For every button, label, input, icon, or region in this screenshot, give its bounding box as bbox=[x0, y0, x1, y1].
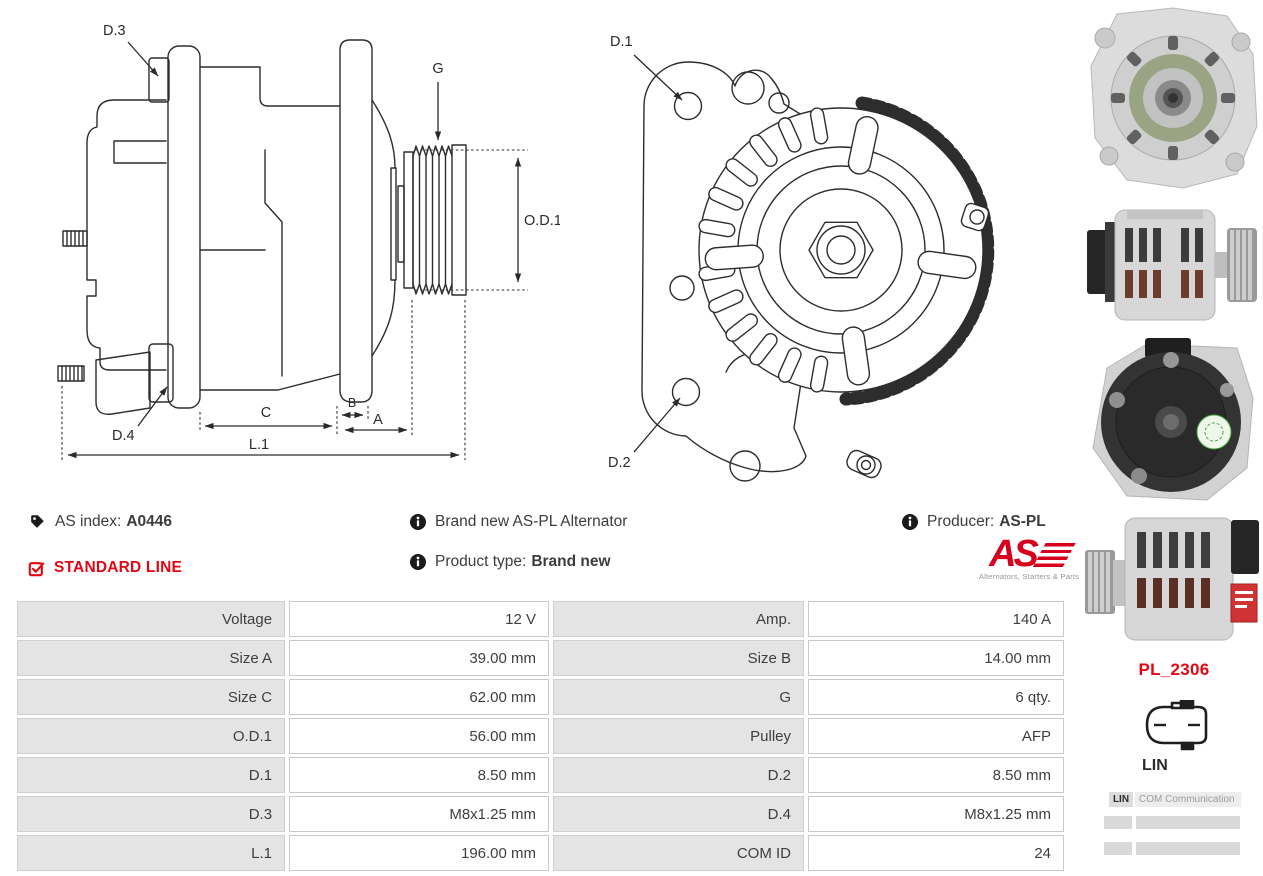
spec-label: Size C bbox=[17, 679, 286, 715]
producer-label: Producer: bbox=[927, 513, 995, 530]
dim-label-od1: O.D.1 bbox=[524, 213, 560, 229]
spec-label: D.4 bbox=[553, 796, 804, 832]
placeholder-bar bbox=[1104, 816, 1132, 829]
logo-tagline: Alternators, Starters & Parts bbox=[978, 572, 1080, 581]
as-pl-logo: AS Alternators, Starters & Parts bbox=[973, 531, 1085, 581]
product-photo-rear[interactable] bbox=[1087, 338, 1259, 504]
spec-row: D.1 8.50 mm D.2 8.50 mm bbox=[17, 757, 1064, 793]
plug-code: PL_2306 bbox=[1138, 660, 1210, 679]
spec-value: 56.00 mm bbox=[289, 718, 550, 754]
dim-label-d3: D.3 bbox=[103, 23, 126, 39]
spec-row: Size C 62.00 mm G 6 qty. bbox=[17, 679, 1064, 715]
as-index-value: A0446 bbox=[126, 513, 173, 530]
standard-line-row: STANDARD LINE bbox=[28, 559, 182, 577]
spec-label: L.1 bbox=[17, 835, 286, 871]
product-type-value: Brand new bbox=[531, 553, 611, 570]
dim-label-c: C bbox=[261, 405, 271, 421]
spec-value: 12 V bbox=[289, 601, 550, 637]
spec-table: Voltage 12 V Amp. 140 A Size A 39.00 mm … bbox=[13, 598, 1068, 874]
product-type-label: Product type: bbox=[435, 553, 527, 570]
product-photo-side-2[interactable] bbox=[1085, 508, 1261, 654]
logo-mark-text: AS bbox=[989, 532, 1039, 575]
info-icon bbox=[410, 554, 426, 570]
spec-row: Size A 39.00 mm Size B 14.00 mm bbox=[17, 640, 1064, 676]
dim-label-a: A bbox=[373, 412, 383, 428]
tag-icon bbox=[28, 513, 46, 531]
standard-line-label: STANDARD LINE bbox=[54, 559, 183, 576]
spec-value: 14.00 mm bbox=[808, 640, 1064, 676]
spec-value: M8x1.25 mm bbox=[289, 796, 550, 832]
spec-value: 140 A bbox=[808, 601, 1064, 637]
dim-label-d2: D.2 bbox=[608, 455, 631, 471]
spec-value: M8x1.25 mm bbox=[808, 796, 1064, 832]
product-photo-front[interactable] bbox=[1087, 6, 1259, 190]
spec-value: 62.00 mm bbox=[289, 679, 550, 715]
com-type-badge: LIN bbox=[1109, 792, 1133, 807]
logo-stripes bbox=[1032, 543, 1076, 568]
spec-label: Size B bbox=[553, 640, 804, 676]
spec-label: Amp. bbox=[553, 601, 804, 637]
front-view-diagram: D.1 D.2 bbox=[608, 34, 995, 482]
description-text: Brand new AS-PL Alternator bbox=[435, 513, 628, 530]
spec-value: 6 qty. bbox=[808, 679, 1064, 715]
dim-label-l1: L.1 bbox=[249, 437, 269, 453]
producer-row: Producer: AS-PL bbox=[902, 513, 1046, 531]
as-index-label: AS index: bbox=[55, 513, 122, 530]
spec-row: O.D.1 56.00 mm Pulley AFP bbox=[17, 718, 1064, 754]
producer-value: AS-PL bbox=[999, 513, 1046, 530]
spec-row: D.3 M8x1.25 mm D.4 M8x1.25 mm bbox=[17, 796, 1064, 832]
placeholder-bar bbox=[1104, 842, 1132, 855]
spec-label: G bbox=[553, 679, 804, 715]
dim-label-d4: D.4 bbox=[112, 428, 135, 444]
spec-label: D.2 bbox=[553, 757, 804, 793]
spec-value: 8.50 mm bbox=[289, 757, 550, 793]
plug-label: LIN bbox=[1142, 757, 1168, 774]
spec-value: 24 bbox=[808, 835, 1064, 871]
spec-label: COM ID bbox=[553, 835, 804, 871]
product-photo-side[interactable] bbox=[1087, 196, 1259, 332]
dim-label-g: G bbox=[432, 61, 443, 77]
dim-label-d1: D.1 bbox=[610, 34, 633, 50]
placeholder-bar bbox=[1136, 816, 1240, 829]
description-row: Brand new AS-PL Alternator bbox=[410, 513, 627, 531]
info-icon bbox=[410, 514, 426, 530]
spec-label: Size A bbox=[17, 640, 286, 676]
spec-label: Pulley bbox=[553, 718, 804, 754]
side-view-diagram: D.3 G O.D.1 D.4 C B A L.1 bbox=[57, 23, 560, 460]
product-type-row: Product type: Brand new bbox=[410, 553, 611, 571]
spec-row: L.1 196.00 mm COM ID 24 bbox=[17, 835, 1064, 871]
spec-row: Voltage 12 V Amp. 140 A bbox=[17, 601, 1064, 637]
spec-value: 196.00 mm bbox=[289, 835, 550, 871]
checkbox-checked-icon bbox=[28, 560, 45, 577]
spec-label: D.3 bbox=[17, 796, 286, 832]
spec-label: Voltage bbox=[17, 601, 286, 637]
spec-value: AFP bbox=[808, 718, 1064, 754]
plug-connector-diagram bbox=[1145, 700, 1208, 751]
spec-label: D.1 bbox=[17, 757, 286, 793]
com-description: COM Communication bbox=[1135, 792, 1241, 807]
info-icon bbox=[902, 514, 918, 530]
dim-label-b: B bbox=[348, 396, 356, 410]
as-index-row: AS index: A0446 bbox=[28, 513, 172, 531]
placeholder-bar bbox=[1136, 842, 1240, 855]
spec-value: 8.50 mm bbox=[808, 757, 1064, 793]
spec-label: O.D.1 bbox=[17, 718, 286, 754]
spec-value: 39.00 mm bbox=[289, 640, 550, 676]
